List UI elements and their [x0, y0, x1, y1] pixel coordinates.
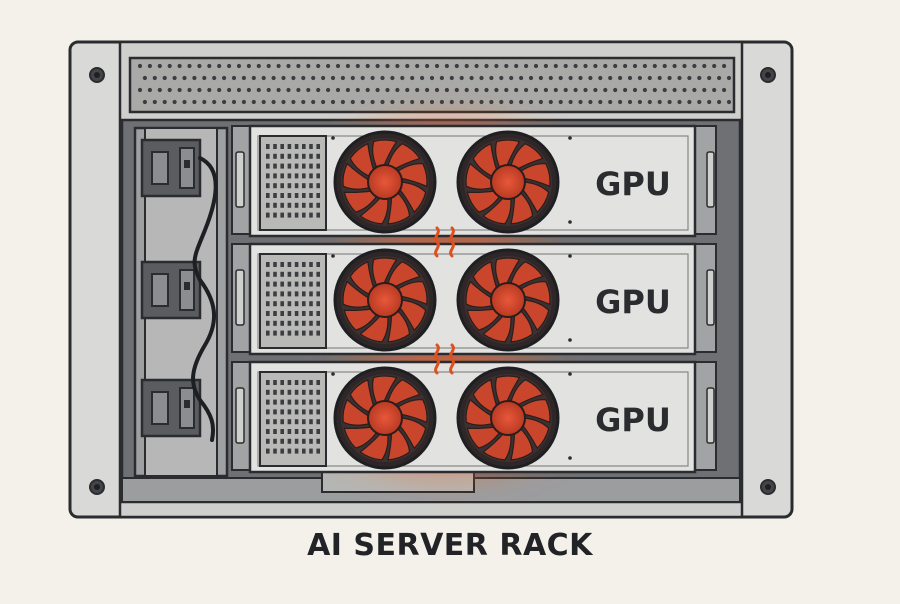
fan-icon [333, 366, 437, 470]
power-cable-icon [191, 156, 218, 442]
fan-icon [333, 130, 437, 234]
gpu-units: GPU GPU GPU [231, 124, 717, 474]
screw-icon [89, 479, 105, 495]
gpu-unit: GPU [231, 242, 717, 356]
rack-title: AI SERVER RACK [307, 528, 593, 563]
cable-connector [140, 138, 202, 198]
fan-icon [333, 248, 437, 352]
vent-grille-icon [259, 135, 327, 231]
vent-grille-icon [259, 253, 327, 349]
vent-grille-icon [128, 56, 736, 114]
screw-icon [89, 67, 105, 83]
cable-rail [133, 126, 229, 478]
heat-wave-icon [434, 343, 455, 375]
cable-connector [140, 378, 202, 438]
screws [89, 67, 776, 495]
heat-waves [434, 226, 455, 375]
gpu-label: GPU [595, 165, 671, 203]
gpu-unit: GPU [231, 360, 717, 474]
screw-icon [760, 479, 776, 495]
gpu-label: GPU [595, 283, 671, 321]
gpu-unit: GPU [231, 124, 717, 238]
fan-icon [456, 366, 560, 470]
vent-grille-icon [259, 371, 327, 467]
gpu-label: GPU [595, 401, 671, 439]
cable-connector [140, 260, 202, 320]
fan-icon [456, 248, 560, 352]
fan-icon [456, 130, 560, 234]
heat-wave-icon [434, 226, 455, 258]
screw-icon [760, 67, 776, 83]
